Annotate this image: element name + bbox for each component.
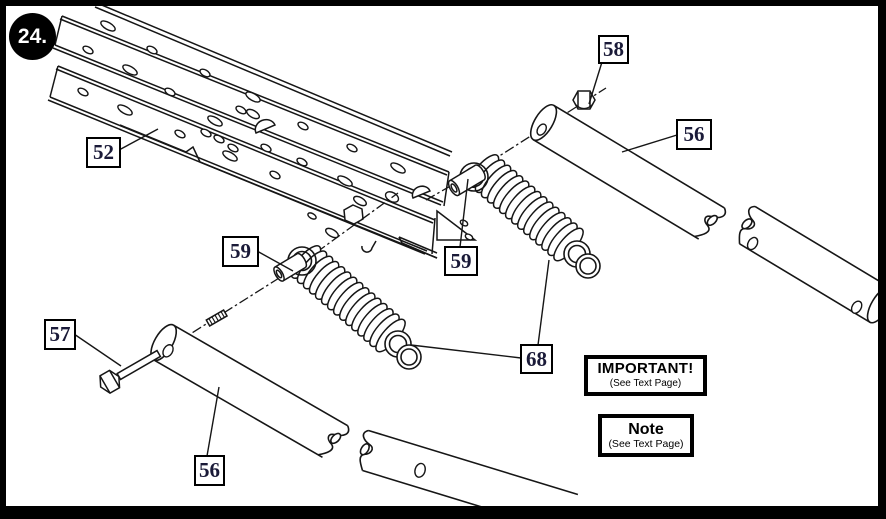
bushing-59-left-drawing	[273, 252, 308, 282]
bolt-thread-tip	[205, 309, 229, 327]
callout-59-bushing-left: 59	[222, 236, 259, 267]
rail-holes	[77, 20, 474, 241]
callout-59-bushing-right: 59	[444, 246, 478, 276]
leader-lines	[73, 61, 678, 457]
callout-57-bolt: 57	[44, 319, 76, 350]
important-box: IMPORTANT! (See Text Page)	[584, 355, 707, 396]
important-subtitle: (See Text Page)	[609, 377, 682, 389]
callout-68-spring: 68	[520, 344, 553, 374]
important-title: IMPORTANT!	[597, 360, 694, 377]
rail-52-drawing	[47, 2, 478, 259]
callout-52-rail: 52	[86, 137, 121, 168]
figure-number-badge: 24.	[9, 13, 56, 60]
note-box: Note (See Text Page)	[598, 414, 694, 457]
note-subtitle: (See Text Page)	[608, 437, 684, 450]
callout-58-nut: 58	[598, 35, 629, 64]
spring-68-upper-drawing	[459, 149, 601, 279]
callout-56-tube-lower: 56	[194, 455, 225, 486]
nut-58-drawing	[572, 90, 596, 110]
callout-56-tube-upper: 56	[676, 119, 712, 150]
bushing-59-right-drawing	[447, 164, 486, 197]
note-title: Note	[628, 421, 664, 438]
spring-68-lower-drawing	[286, 240, 422, 370]
tube-56-upper-drawing	[529, 103, 886, 324]
bolt-57-drawing	[99, 309, 229, 395]
